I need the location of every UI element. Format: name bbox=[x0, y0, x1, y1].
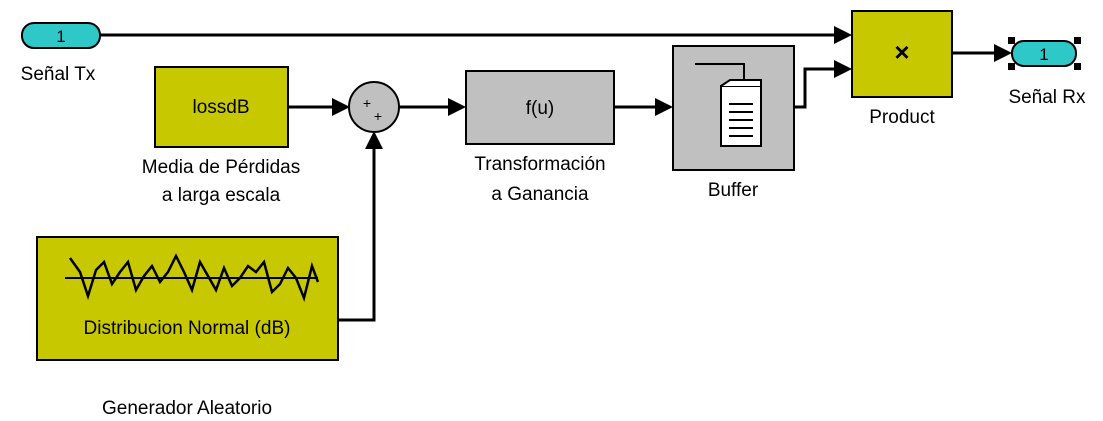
fcn-expression: f(u) bbox=[526, 98, 555, 119]
sum-sign-2: + bbox=[374, 108, 382, 124]
constant-value: lossdB bbox=[192, 97, 249, 118]
constant-label-line1: Media de Pérdidas bbox=[142, 157, 300, 178]
noise-waveform-icon bbox=[68, 253, 320, 303]
product-symbol: × bbox=[894, 37, 909, 67]
selection-handle-bl[interactable] bbox=[1008, 63, 1015, 70]
product-label: Product bbox=[869, 107, 935, 128]
wire-random-to-sum[interactable] bbox=[338, 146, 376, 322]
inport-label: Señal Tx bbox=[21, 64, 96, 85]
sum-block[interactable]: + + bbox=[348, 81, 400, 133]
arrowhead-out bbox=[994, 44, 1012, 62]
constant-label-line2: a larga escala bbox=[162, 185, 281, 206]
buffer-block[interactable] bbox=[672, 45, 795, 171]
outport-number: 1 bbox=[1039, 45, 1048, 64]
arrowhead-product-in2 bbox=[834, 60, 852, 78]
arrowhead-sum-in2 bbox=[365, 131, 383, 149]
selection-handle-br[interactable] bbox=[1074, 63, 1081, 70]
fcn-block[interactable]: f(u) bbox=[465, 70, 615, 145]
fcn-label-line2: a Ganancia bbox=[491, 184, 589, 205]
selection-handle-tl[interactable] bbox=[1008, 37, 1015, 44]
constant-block[interactable]: lossdB bbox=[154, 66, 289, 148]
buffer-icon bbox=[695, 63, 762, 147]
random-generator-block[interactable]: Distribucion Normal (dB) bbox=[36, 236, 339, 361]
arrowhead-buffer-in bbox=[655, 98, 673, 116]
random-block-label: Generador Aleatorio bbox=[102, 398, 272, 419]
arrowhead-product-in1 bbox=[834, 26, 852, 44]
arrowhead-sum-in1 bbox=[332, 98, 350, 116]
inport-block[interactable]: 1 bbox=[21, 22, 101, 49]
inport-number: 1 bbox=[56, 27, 65, 46]
selection-handle-tr[interactable] bbox=[1074, 37, 1081, 44]
product-block[interactable]: × bbox=[851, 10, 953, 98]
sum-sign-1: + bbox=[363, 95, 371, 111]
random-block-text: Distribucion Normal (dB) bbox=[84, 318, 291, 339]
outport-label: Señal Rx bbox=[1008, 87, 1086, 108]
outport-block[interactable]: 1 bbox=[1008, 37, 1081, 70]
wire-buffer-to-product[interactable] bbox=[794, 67, 838, 109]
arrowhead-fcn-in bbox=[448, 98, 466, 116]
buffer-label: Buffer bbox=[708, 180, 759, 201]
fcn-label-line1: Transformación bbox=[474, 154, 605, 175]
